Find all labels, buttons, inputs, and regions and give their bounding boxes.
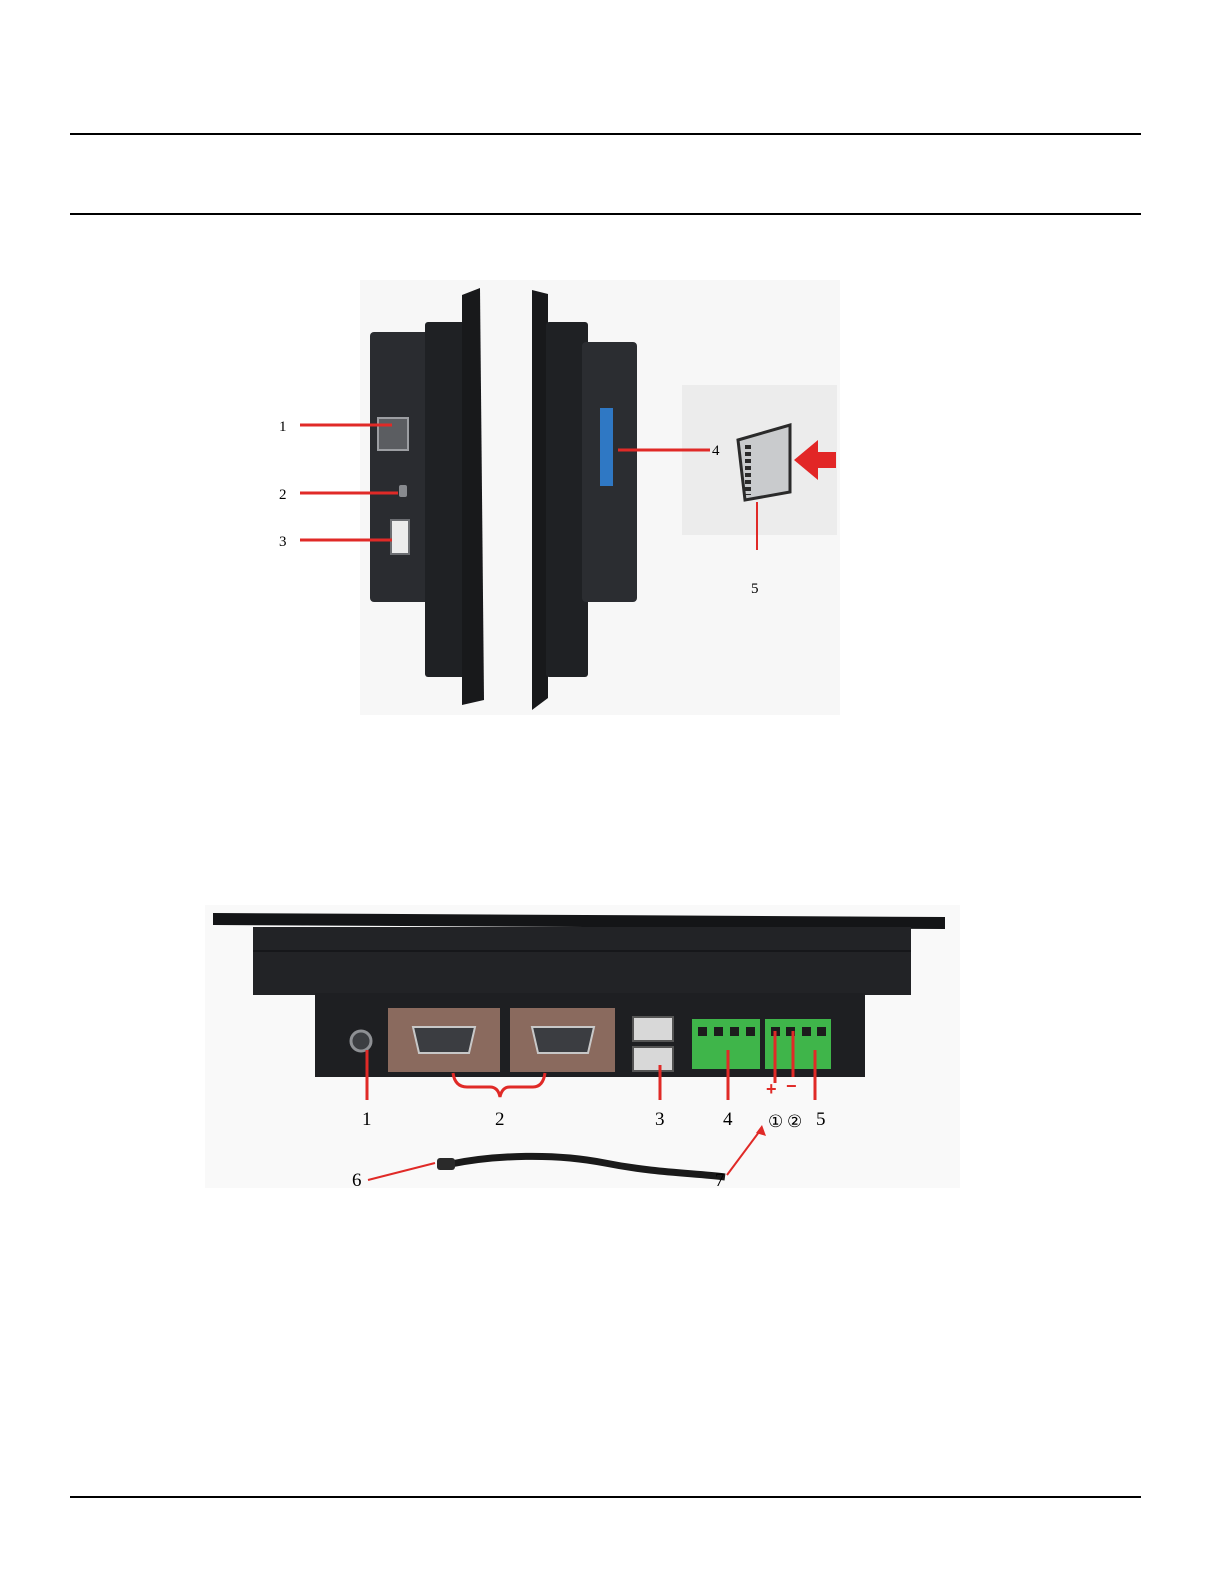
db9-connector-1 [413, 1027, 475, 1053]
mini-usb-port [399, 485, 407, 497]
terminal-screw [730, 1027, 739, 1036]
right-mid-housing [546, 322, 588, 677]
side-callout-1: 1 [279, 419, 287, 435]
header-rule-top [70, 133, 1141, 135]
terminal-screw [802, 1027, 811, 1036]
bottom-callout-6: 6 [352, 1170, 362, 1190]
side-view-illustration: 1 2 3 4 5 [270, 280, 850, 720]
terminal-screw [714, 1027, 723, 1036]
polarity-minus: − [786, 1076, 797, 1096]
left-mid-housing [425, 322, 465, 677]
pin-2-label: ② [787, 1112, 802, 1132]
usb-port-top [633, 1017, 673, 1041]
ethernet-port [378, 418, 408, 450]
bottom-callout-5: 5 [816, 1109, 826, 1130]
bottom-callout-2: 2 [495, 1109, 505, 1130]
terminal-screw [817, 1027, 826, 1036]
usb-port [391, 520, 409, 554]
bottom-view-illustration: + − ① ② 1 2 3 4 5 6 7 [205, 905, 965, 1190]
bottom-view-figure: + − ① ② 1 2 3 4 5 6 7 [205, 905, 965, 1190]
side-callout-4: 4 [712, 443, 720, 459]
side-callout-5: 5 [751, 581, 759, 597]
bottom-callout-7: 7 [715, 1170, 725, 1190]
terminal-block-comm [692, 1019, 760, 1069]
pin-1-label: ① [768, 1112, 783, 1132]
barrel-plug [437, 1158, 455, 1170]
terminal-screw [746, 1027, 755, 1036]
power-jack [351, 1031, 371, 1051]
bottom-callout-4: 4 [723, 1109, 733, 1130]
sd-card-slot [600, 408, 613, 486]
mid-housing [253, 927, 911, 995]
db9-connector-2 [532, 1027, 594, 1053]
bottom-callout-1: 1 [362, 1109, 372, 1130]
bottom-callout-3: 3 [655, 1109, 665, 1130]
side-callout-3: 3 [279, 534, 287, 550]
header-rule-bottom [70, 213, 1141, 215]
footer-rule [70, 1496, 1141, 1498]
usb-port-bottom [633, 1047, 673, 1071]
side-callout-2: 2 [279, 487, 287, 503]
right-bezel [532, 290, 548, 710]
terminal-screw [698, 1027, 707, 1036]
polarity-plus: + [766, 1079, 777, 1099]
side-view-figure: 1 2 3 4 5 [270, 280, 850, 720]
